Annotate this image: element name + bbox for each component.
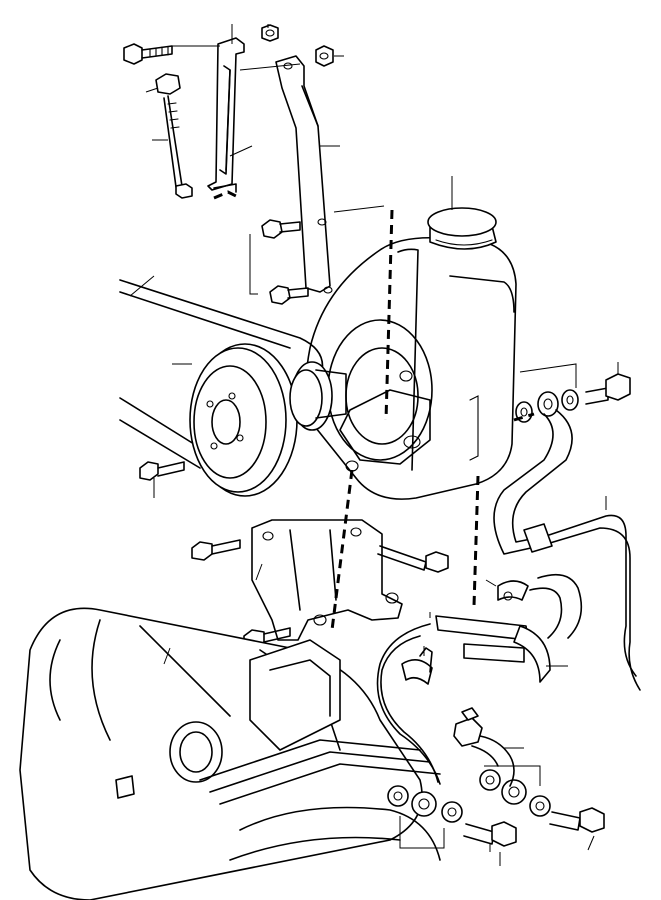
mounting-bracket [251, 519, 403, 641]
return-hose [376, 573, 583, 785]
hose-clamp [497, 580, 529, 601]
bracket-bolts [261, 219, 309, 305]
pipe-union [453, 707, 515, 787]
support-bracket [275, 55, 333, 294]
banjo-bolt-upper [537, 373, 631, 417]
steering-gear [19, 607, 441, 900]
nut-top [261, 24, 279, 42]
hose-clip [401, 625, 551, 685]
pulley-bolt [139, 461, 185, 481]
banjo-bolts-lower [411, 779, 605, 847]
adjuster-bolt [155, 73, 193, 199]
nut-right [315, 45, 334, 67]
pressure-hose [493, 409, 641, 691]
pump-hub [289, 361, 347, 431]
bracket-bolt-left [191, 539, 241, 561]
reservoir-cap [427, 207, 497, 250]
assembly-lines [213, 190, 535, 631]
bolt-top [123, 43, 173, 65]
sealing-washers-lower [387, 769, 551, 823]
pump-reservoir [305, 236, 517, 500]
tension-link [207, 37, 245, 193]
pulley [189, 343, 298, 497]
bracket-bolt-right [377, 545, 449, 573]
leader-lines [129, 24, 619, 866]
